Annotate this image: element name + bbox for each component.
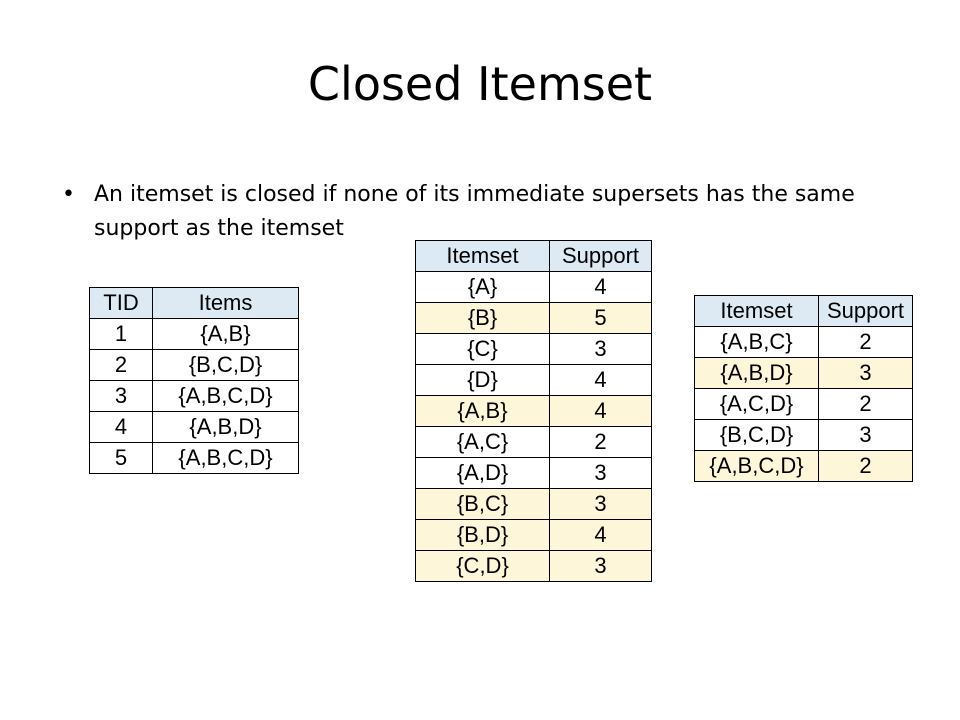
table-row: 2 {B,C,D} [89, 349, 299, 381]
transactions-table: TID Items 1 {A,B} 2 {B,C,D} 3 {A,B,C,D} … [89, 287, 299, 474]
items-cell: {A,B,D} [152, 411, 299, 443]
table-row: {C,D} 3 [415, 550, 652, 582]
itemset-cell: {B,D} [415, 519, 550, 551]
itemset-cell: {B} [415, 302, 550, 334]
itemset-cell: {A,B,C,D} [694, 450, 819, 482]
bullet-dot: • [62, 182, 75, 207]
itemset-cell: {A,B,C} [694, 326, 819, 358]
table-row: {B,D} 4 [415, 519, 652, 551]
itemset-cell: {A,C} [415, 426, 550, 458]
items-cell: {B,C,D} [152, 349, 299, 381]
itemset-cell: {C} [415, 333, 550, 365]
itemset-support-table: Itemset Support {A} 4 {B} 5 {C} 3 {D} 4 … [415, 240, 652, 582]
tid-cell: 4 [89, 411, 153, 443]
tid-cell: 3 [89, 380, 153, 412]
table-row: {A,B} 4 [415, 395, 652, 427]
bullet-text: An itemset is closed if none of its imme… [94, 182, 855, 241]
support-cell: 4 [549, 271, 652, 303]
table-row: {A} 4 [415, 271, 652, 303]
support-cell: 5 [549, 302, 652, 334]
itemset-cell: {B,C} [415, 488, 550, 520]
slide-title: Closed Itemset [307, 57, 653, 111]
support-cell: 4 [549, 395, 652, 427]
table-header-row: Itemset Support [694, 295, 913, 327]
header-itemset: Itemset [694, 295, 819, 327]
table-row: {A,C,D} 2 [694, 388, 913, 420]
support-cell: 3 [818, 357, 913, 389]
table-row: {C} 3 [415, 333, 652, 365]
tid-cell: 1 [89, 318, 153, 350]
tid-cell: 5 [89, 442, 153, 474]
itemset-cell: {A,C,D} [694, 388, 819, 420]
items-cell: {A,B,C,D} [152, 442, 299, 474]
table-row: {B,C} 3 [415, 488, 652, 520]
bullet-list: • An itemset is closed if none of its im… [62, 178, 922, 246]
table-row: {B} 5 [415, 302, 652, 334]
support-cell: 2 [818, 326, 913, 358]
itemset-cell: {A,D} [415, 457, 550, 489]
support-cell: 4 [549, 519, 652, 551]
support-cell: 4 [549, 364, 652, 396]
itemset-cell: {D} [415, 364, 550, 396]
itemset-cell: {A} [415, 271, 550, 303]
table-header-row: Itemset Support [415, 240, 652, 272]
support-cell: 2 [549, 426, 652, 458]
larger-itemset-support-table: Itemset Support {A,B,C} 2 {A,B,D} 3 {A,C… [694, 295, 913, 482]
table-row: 3 {A,B,C,D} [89, 380, 299, 412]
support-cell: 3 [549, 457, 652, 489]
itemset-cell: {A,B,D} [694, 357, 819, 389]
table-row: {A,D} 3 [415, 457, 652, 489]
items-cell: {A,B} [152, 318, 299, 350]
table-row: {D} 4 [415, 364, 652, 396]
support-cell: 3 [818, 419, 913, 451]
support-cell: 3 [549, 333, 652, 365]
header-items: Items [152, 287, 299, 319]
table-row: 5 {A,B,C,D} [89, 442, 299, 474]
table-row: 1 {A,B} [89, 318, 299, 350]
items-cell: {A,B,C,D} [152, 380, 299, 412]
table-row: {A,B,D} 3 [694, 357, 913, 389]
support-cell: 2 [818, 450, 913, 482]
tid-cell: 2 [89, 349, 153, 381]
header-tid: TID [89, 287, 153, 319]
support-cell: 3 [549, 488, 652, 520]
support-cell: 3 [549, 550, 652, 582]
header-support: Support [549, 240, 652, 272]
table-row: {A,B,C} 2 [694, 326, 913, 358]
header-support: Support [818, 295, 913, 327]
itemset-cell: {B,C,D} [694, 419, 819, 451]
itemset-cell: {C,D} [415, 550, 550, 582]
table-row: {B,C,D} 3 [694, 419, 913, 451]
header-itemset: Itemset [415, 240, 550, 272]
support-cell: 2 [818, 388, 913, 420]
table-header-row: TID Items [89, 287, 299, 319]
table-row: 4 {A,B,D} [89, 411, 299, 443]
table-row: {A,C} 2 [415, 426, 652, 458]
itemset-cell: {A,B} [415, 395, 550, 427]
table-row: {A,B,C,D} 2 [694, 450, 913, 482]
